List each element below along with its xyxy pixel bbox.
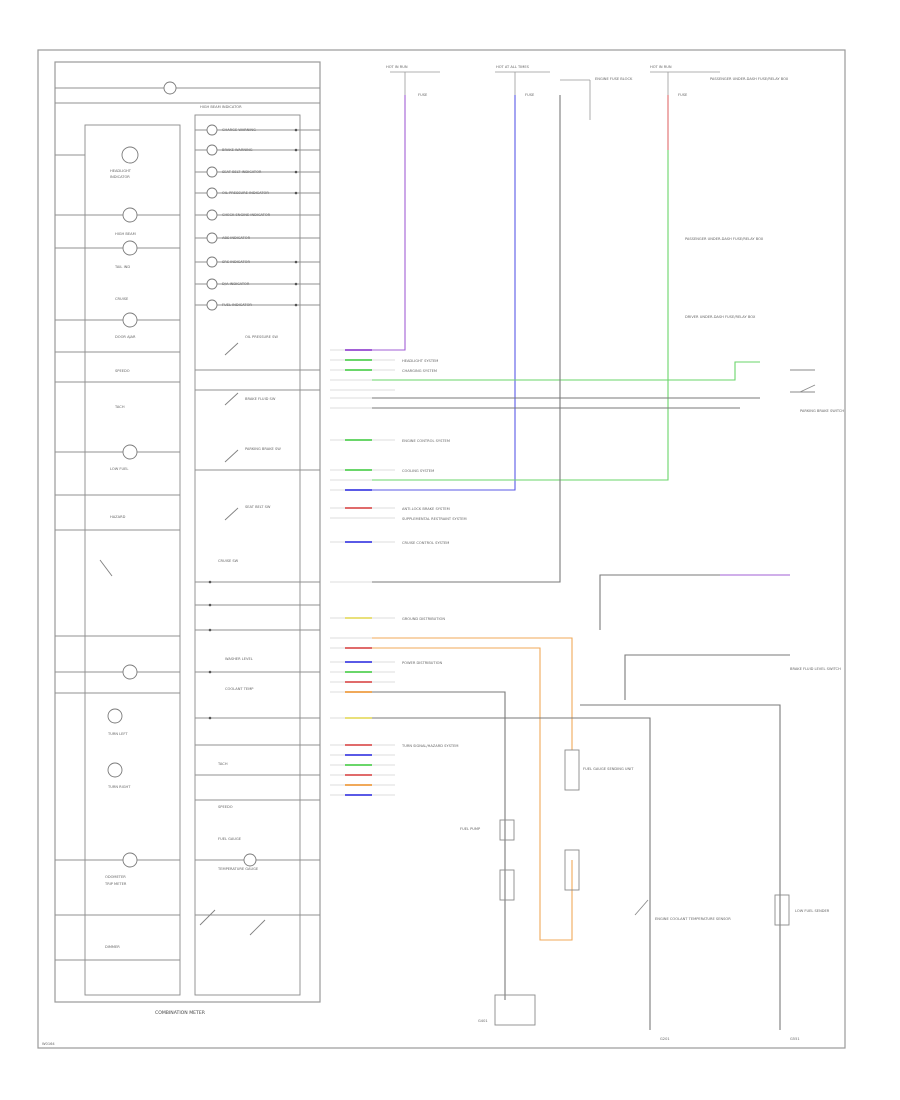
cluster-left-lines: [55, 87, 320, 961]
svg-text:HIGH BEAM INDICATOR: HIGH BEAM INDICATOR: [200, 105, 242, 109]
svg-text:OIL PRESSURE INDICATOR: OIL PRESSURE INDICATOR: [222, 191, 269, 195]
svg-text:PARKING BRAKE SWITCH: PARKING BRAKE SWITCH: [800, 409, 844, 413]
svg-text:CRUISE SW: CRUISE SW: [218, 559, 239, 563]
svg-text:CRUISE CONTROL SYSTEM: CRUISE CONTROL SYSTEM: [402, 541, 449, 545]
svg-text:DRIVER UNDER-DASH FUSE/RELAY B: DRIVER UNDER-DASH FUSE/RELAY BOX: [685, 315, 756, 319]
svg-text:FUEL GAUGE: FUEL GAUGE: [218, 837, 242, 841]
svg-text:CHARGE WARNING: CHARGE WARNING: [222, 128, 256, 132]
main-wires: [372, 95, 790, 1030]
colored-pin-stubs: [345, 349, 372, 796]
svg-text:SPEEDO: SPEEDO: [218, 805, 233, 809]
cluster-inner-right: [194, 114, 301, 996]
top-fuse-1-sub: FUSE: [418, 93, 428, 97]
top-fuse-1-label: HOT IN RUN: [386, 65, 408, 69]
cluster-left-bulbs: [107, 81, 177, 868]
svg-text:DIMMER: DIMMER: [105, 945, 120, 949]
svg-text:COOLING SYSTEM: COOLING SYSTEM: [402, 469, 434, 473]
svg-text:HAZARD: HAZARD: [110, 515, 126, 519]
cluster-switches: [99, 342, 266, 936]
svg-text:ENGINE COOLANT TEMPERATURE SEN: ENGINE COOLANT TEMPERATURE SENSOR: [655, 917, 731, 921]
svg-text:GROUND DISTRIBUTION: GROUND DISTRIBUTION: [402, 617, 445, 621]
svg-text:FUEL INDICATOR: FUEL INDICATOR: [222, 303, 252, 307]
svg-text:ABS INDICATOR: ABS INDICATOR: [222, 236, 251, 240]
svg-text:TRIP METER: TRIP METER: [104, 882, 127, 886]
cluster-inner-left: [84, 124, 181, 996]
svg-text:SPEEDO: SPEEDO: [115, 369, 130, 373]
svg-text:HEADLIGHT: HEADLIGHT: [110, 169, 132, 173]
top-right-component-2: PASSENGER UNDER-DASH FUSE/RELAY BOX: [710, 77, 789, 81]
svg-text:TACH: TACH: [114, 405, 125, 409]
top-fuse-3-label: HOT IN RUN: [650, 65, 672, 69]
svg-text:G401: G401: [478, 1019, 488, 1023]
svg-text:WASHER LEVEL: WASHER LEVEL: [225, 657, 253, 661]
svg-text:LOW FUEL SENDER: LOW FUEL SENDER: [795, 909, 830, 913]
svg-text:TEMPERATURE GAUGE: TEMPERATURE GAUGE: [217, 867, 259, 871]
svg-text:ANTI-LOCK BRAKE SYSTEM: ANTI-LOCK BRAKE SYSTEM: [402, 507, 450, 511]
svg-text:SRS INDICATOR: SRS INDICATOR: [222, 260, 250, 264]
svg-text:INDICATOR: INDICATOR: [110, 175, 130, 179]
svg-text:ODOMETER: ODOMETER: [105, 875, 126, 879]
svg-text:ENGINE CONTROL SYSTEM: ENGINE CONTROL SYSTEM: [402, 439, 450, 443]
svg-text:DOOR AJAR: DOOR AJAR: [115, 335, 136, 339]
top-fuse-3-sub: FUSE: [678, 93, 688, 97]
svg-text:BRAKE WARNING: BRAKE WARNING: [222, 148, 253, 152]
wire-system-labels: HEADLIGHT SYSTEM CHARGING SYSTEM ENGINE …: [401, 359, 467, 748]
diagram-code: W0164: [42, 1042, 55, 1046]
svg-text:LOW FUEL: LOW FUEL: [110, 467, 128, 471]
svg-text:SEAT BELT INDICATOR: SEAT BELT INDICATOR: [222, 170, 262, 174]
svg-text:BRAKE FLUID LEVEL SWITCH: BRAKE FLUID LEVEL SWITCH: [790, 667, 841, 671]
cluster-right-bulbs: [206, 124, 257, 867]
top-fuse-2-sub: FUSE: [525, 93, 535, 97]
right-component-symbols: [494, 369, 816, 1026]
cluster-right-labels: OIL PRESSURE SW BRAKE FLUID SW PARKING B…: [217, 335, 281, 871]
cluster-right-lines: [195, 129, 320, 916]
svg-text:TAIL IND: TAIL IND: [114, 265, 130, 269]
svg-text:G201: G201: [660, 1037, 670, 1041]
svg-text:BRAKE FLUID SW: BRAKE FLUID SW: [245, 397, 276, 401]
svg-text:TURN SIGNAL/HAZARD SYSTEM: TURN SIGNAL/HAZARD SYSTEM: [401, 744, 458, 748]
svg-text:FUEL PUMP: FUEL PUMP: [460, 827, 481, 831]
svg-text:G551: G551: [790, 1037, 800, 1041]
svg-text:TURN LEFT: TURN LEFT: [107, 732, 128, 736]
svg-text:FUEL GAUGE SENDING UNIT: FUEL GAUGE SENDING UNIT: [583, 767, 634, 771]
svg-text:SEAT BELT SW: SEAT BELT SW: [245, 505, 271, 509]
svg-text:HEADLIGHT SYSTEM: HEADLIGHT SYSTEM: [402, 359, 438, 363]
diagram-frame: [37, 49, 846, 1049]
svg-text:TACH: TACH: [217, 762, 228, 766]
svg-text:D/A INDICATOR: D/A INDICATOR: [222, 282, 250, 286]
svg-text:SUPPLEMENTAL RESTRAINT SYSTEM: SUPPLEMENTAL RESTRAINT SYSTEM: [402, 517, 467, 521]
top-fuse-area: [390, 71, 720, 120]
svg-text:CHECK ENGINE INDICATOR: CHECK ENGINE INDICATOR: [222, 213, 271, 217]
right-component-labels: PASSENGER UNDER-DASH FUSE/RELAY BOX DRIV…: [460, 237, 844, 921]
combination-meter-label: COMBINATION METER: [155, 1010, 206, 1016]
svg-text:CHARGING SYSTEM: CHARGING SYSTEM: [402, 369, 437, 373]
ground-labels: G401 G201 G551: [478, 1019, 800, 1041]
combination-meter-box: [54, 61, 321, 1003]
svg-text:COOLANT TEMP: COOLANT TEMP: [225, 687, 254, 691]
top-fuse-2-label: HOT AT ALL TIMES: [496, 65, 530, 69]
svg-text:OIL PRESSURE SW: OIL PRESSURE SW: [245, 335, 278, 339]
svg-text:PARKING BRAKE SW: PARKING BRAKE SW: [245, 447, 281, 451]
cluster-left-labels: HEADLIGHT INDICATOR HIGH BEAM TAIL IND C…: [104, 169, 136, 949]
svg-text:HIGH BEAM: HIGH BEAM: [115, 232, 136, 236]
connector-pins: [330, 349, 395, 796]
svg-text:POWER DISTRIBUTION: POWER DISTRIBUTION: [402, 661, 442, 665]
svg-text:CRUISE: CRUISE: [115, 297, 129, 301]
cluster-indicator-labels: CHARGE WARNING BRAKE WARNING SEAT BELT I…: [200, 105, 271, 307]
cluster-dots: [208, 128, 298, 720]
top-right-component-1: ENGINE FUSE BLOCK: [595, 77, 633, 81]
svg-text:PASSENGER UNDER-DASH FUSE/RELA: PASSENGER UNDER-DASH FUSE/RELAY BOX: [685, 237, 764, 241]
svg-text:TURN RIGHT: TURN RIGHT: [107, 785, 131, 789]
